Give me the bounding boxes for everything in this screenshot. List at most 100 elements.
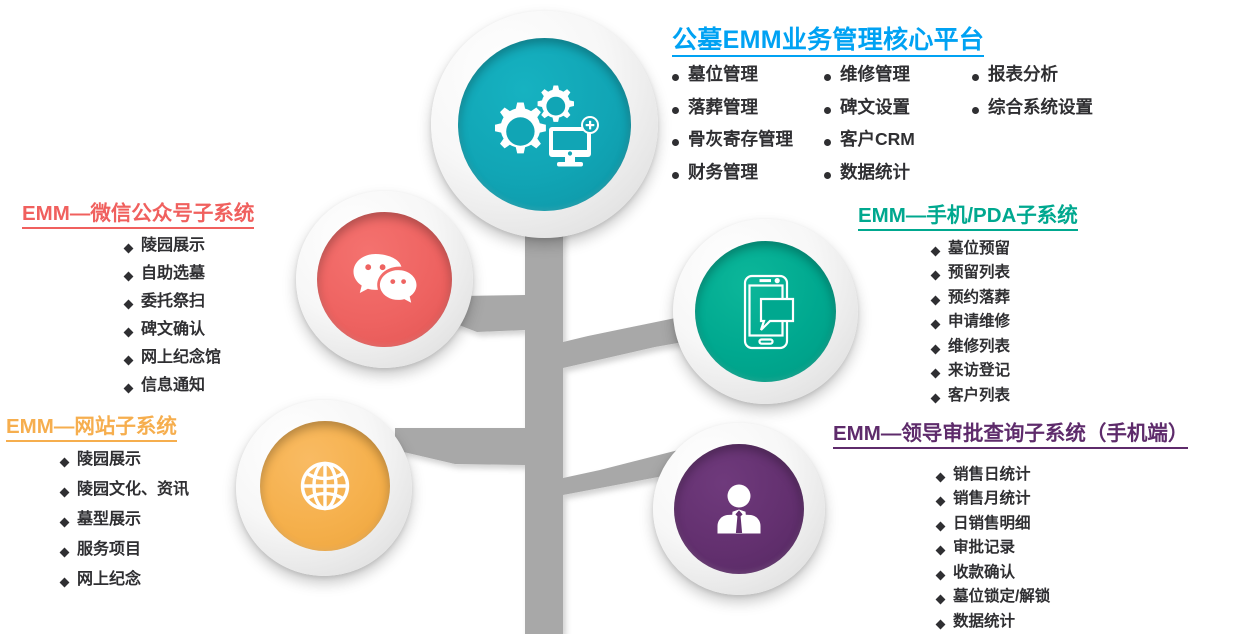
list-item[interactable]: 陵园展示 (59, 451, 276, 468)
bullet-dot-icon (824, 106, 831, 114)
list-item[interactable]: 客户CRM (824, 130, 972, 149)
bullet-diamond-icon (59, 577, 70, 588)
list-item[interactable]: 来访登记 (930, 363, 1158, 379)
website-text-block: EMM—网站子系统 陵园展示 陵园文化、资讯 墓型展示 服务项目 网上纪念 (6, 415, 276, 602)
bullet-diamond-icon (935, 472, 946, 483)
node-wechat[interactable] (296, 191, 473, 368)
list-item[interactable]: 自助选墓 (123, 265, 312, 282)
list-item[interactable]: 销售月统计 (935, 491, 1252, 507)
bullet-diamond-icon (123, 327, 134, 338)
mobile-pda-list: 墓位预留 预留列表 预约落葬 申请维修 维修列表 来访登记 客户列表 (930, 241, 1158, 404)
globe-icon (297, 458, 353, 514)
list-item[interactable]: 碑文确认 (123, 321, 312, 338)
list-item[interactable]: 网上纪念 (59, 571, 276, 588)
node-website[interactable] (236, 400, 412, 576)
list-item[interactable]: 收款确认 (935, 565, 1252, 581)
leader-approval-subsystem-title: EMM—领导审批查询子系统（手机端） (833, 422, 1189, 449)
list-item[interactable]: 网上纪念馆 (123, 349, 312, 366)
list-item[interactable]: 维修管理 (824, 65, 972, 84)
gears-monitor-icon (491, 79, 599, 171)
leader-approval-text-block: EMM—领导审批查询子系统（手机端） 销售日统计 销售月统计 日销售明细 审批记… (833, 422, 1252, 638)
bullet-diamond-icon (935, 619, 946, 630)
list-item[interactable]: 委托祭扫 (123, 293, 312, 310)
list-item[interactable]: 落葬管理 (672, 98, 824, 117)
bullet-dot-icon (824, 74, 831, 81)
core-platform-list-1: 墓位管理 落葬管理 骨灰寄存管理 财务管理 (672, 65, 824, 196)
list-item[interactable]: 申请维修 (930, 314, 1158, 330)
list-item[interactable]: 数据统计 (824, 163, 972, 182)
core-platform-text-block: 公墓EMM业务管理核心平台 墓位管理 落葬管理 骨灰寄存管理 财务管理 维修管理… (672, 26, 1247, 196)
bullet-diamond-icon (930, 369, 941, 379)
bullet-diamond-icon (930, 393, 941, 404)
core-platform-list-3: 报表分析 综合系统设置 (972, 65, 1093, 131)
list-item[interactable]: 墓型展示 (59, 511, 276, 528)
website-subsystem-title: EMM—网站子系统 (6, 415, 177, 442)
list-item[interactable]: 骨灰寄存管理 (672, 130, 824, 149)
bullet-diamond-icon (930, 246, 941, 257)
list-item[interactable]: 服务项目 (59, 541, 276, 558)
list-item[interactable]: 客户列表 (930, 388, 1158, 404)
bullet-diamond-icon (123, 299, 134, 310)
list-item[interactable]: 数据统计 (935, 614, 1252, 630)
bullet-dot-icon (972, 106, 979, 114)
list-item[interactable]: 综合系统设置 (972, 98, 1093, 117)
node-core-platform-fill (458, 38, 631, 211)
bullet-diamond-icon (123, 383, 134, 394)
wechat-text-block: EMM—微信公众号子系统 陵园展示 自助选墓 委托祭扫 碑文确认 网上纪念馆 信… (22, 202, 312, 406)
core-platform-column-2: 维修管理 碑文设置 客户CRM 数据统计 (824, 65, 972, 196)
bullet-diamond-icon (935, 521, 946, 532)
bullet-diamond-icon (930, 295, 941, 306)
bullet-diamond-icon (935, 497, 946, 507)
bullet-diamond-icon (930, 271, 941, 281)
website-list: 陵园展示 陵园文化、资讯 墓型展示 服务项目 网上纪念 (59, 451, 276, 588)
smartphone-message-icon (735, 273, 797, 351)
node-leader-approval-fill (674, 444, 804, 574)
bullet-diamond-icon (123, 243, 134, 254)
list-item[interactable]: 预约落葬 (930, 290, 1158, 306)
list-item[interactable]: 审批记录 (935, 540, 1252, 556)
list-item[interactable]: 墓位锁定/解锁 (935, 589, 1252, 605)
list-item[interactable]: 信息通知 (123, 377, 312, 394)
bullet-diamond-icon (935, 546, 946, 556)
bullet-dot-icon (672, 171, 679, 179)
bullet-dot-icon (972, 74, 979, 81)
list-item[interactable]: 日销售明细 (935, 516, 1252, 532)
core-platform-column-1: 墓位管理 落葬管理 骨灰寄存管理 财务管理 (672, 65, 824, 196)
list-item[interactable]: 报表分析 (972, 65, 1093, 84)
list-item[interactable]: 预留列表 (930, 265, 1158, 281)
node-website-fill (260, 421, 390, 551)
node-leader-approval[interactable] (653, 423, 825, 595)
list-item[interactable]: 维修列表 (930, 339, 1158, 355)
core-platform-column-3: 报表分析 综合系统设置 (972, 65, 1093, 196)
core-platform-list-2: 维修管理 碑文设置 客户CRM 数据统计 (824, 65, 972, 196)
bullet-diamond-icon (930, 320, 941, 330)
list-item[interactable]: 碑文设置 (824, 98, 972, 117)
bullet-dot-icon (824, 171, 831, 179)
list-item[interactable]: 财务管理 (672, 163, 824, 182)
bullet-diamond-icon (935, 595, 946, 605)
wechat-list: 陵园展示 自助选墓 委托祭扫 碑文确认 网上纪念馆 信息通知 (123, 237, 312, 394)
bullet-dot-icon (672, 74, 679, 81)
core-platform-title: 公墓EMM业务管理核心平台 (672, 26, 985, 57)
node-mobile-pda[interactable] (673, 219, 858, 404)
list-item[interactable]: 墓位预留 (930, 241, 1158, 257)
node-mobile-pda-fill (695, 241, 836, 382)
bullet-diamond-icon (59, 517, 70, 528)
node-core-platform[interactable] (431, 11, 658, 238)
bullet-dot-icon (672, 106, 679, 114)
list-item[interactable]: 销售日统计 (935, 467, 1252, 483)
wechat-icon (351, 252, 419, 308)
leader-approval-list: 销售日统计 销售月统计 日销售明细 审批记录 收款确认 墓位锁定/解锁 数据统计 (935, 467, 1252, 630)
businessperson-icon (710, 480, 768, 538)
mobile-pda-subsystem-title: EMM—手机/PDA子系统 (858, 204, 1078, 231)
bullet-diamond-icon (59, 547, 70, 558)
list-item[interactable]: 陵园文化、资讯 (59, 481, 276, 498)
bullet-diamond-icon (59, 457, 70, 468)
list-item[interactable]: 陵园展示 (123, 237, 312, 254)
bullet-diamond-icon (123, 271, 134, 282)
bullet-diamond-icon (930, 344, 941, 355)
bullet-diamond-icon (935, 570, 946, 581)
list-item[interactable]: 墓位管理 (672, 65, 824, 84)
node-wechat-fill (317, 212, 452, 347)
